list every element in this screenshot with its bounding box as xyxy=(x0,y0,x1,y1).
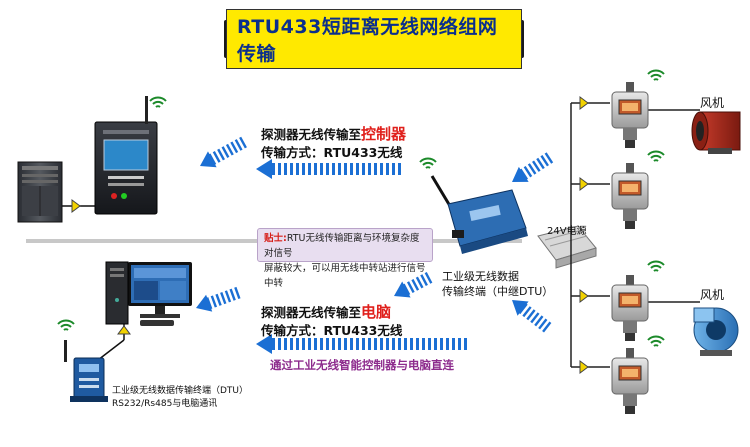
detector-2-wifi-icon xyxy=(647,150,665,162)
top-link-prefix: 探测器无线传输至 xyxy=(261,127,362,142)
top-link-highlight: 控制器 xyxy=(361,125,407,143)
detector-bottom-diag-arrow xyxy=(394,271,552,333)
bottom-transfer-arrow xyxy=(256,334,467,354)
controller-wifi-icon xyxy=(149,96,167,108)
centrifugal-fan-icon xyxy=(693,307,739,356)
pc-diag-arrow xyxy=(196,286,241,312)
pc-tower-icon xyxy=(105,261,129,325)
server-icon xyxy=(17,161,63,223)
diagram-title: RTU433短距离无线网络组网传输 xyxy=(224,9,524,69)
relay-wifi-icon xyxy=(419,157,437,169)
tip-line2: 屏蔽较大，可以用无线中转站进行信号中转 xyxy=(264,263,426,289)
pc-dtu-icon xyxy=(64,340,108,402)
title-text: RTU433短距离无线网络组网传输 xyxy=(226,9,522,69)
bottom-link-line1: 探测器无线传输至电脑 xyxy=(261,301,391,322)
gas-detector-1-icon xyxy=(611,81,649,149)
tip-line1: RTU无线传输距离与环境复杂度对信号 xyxy=(264,233,420,259)
tip-label: 贴士: xyxy=(264,233,287,244)
relay-label-line2: 传输终端（中继DTU） xyxy=(442,285,554,298)
gas-detector-2-icon xyxy=(611,162,649,230)
controller-diag-arrow xyxy=(200,136,247,168)
top-transfer-arrow xyxy=(256,159,401,179)
direct-connection-note: 通过工业无线智能控制器与电脑直连 xyxy=(270,358,454,372)
detector-top-diag-arrow xyxy=(512,152,554,182)
pc-monitor-icon xyxy=(128,262,192,326)
relay-dtu-icon xyxy=(430,175,528,254)
top-link-line2: 传输方式：RTU433无线 xyxy=(261,145,403,160)
top-link-line1: 探测器无线传输至控制器 xyxy=(261,123,406,144)
detector-3-wifi-icon xyxy=(647,260,665,272)
bottom-link-line2: 传输方式：RTU433无线 xyxy=(261,323,403,338)
controller-icon xyxy=(94,96,158,215)
relay-label-line1: 工业级无线数据 xyxy=(442,270,519,283)
tip-note: 贴士:RTU无线传输距离与环境复杂度对信号 屏蔽较大，可以用无线中转站进行信号中… xyxy=(257,228,433,289)
gas-detector-3-icon xyxy=(611,274,649,342)
power-label: 24V电源 xyxy=(547,226,587,237)
detector-1-wifi-icon xyxy=(647,69,665,81)
pc-dtu-wifi-icon xyxy=(57,319,75,331)
gas-detector-4-icon xyxy=(611,347,649,415)
fan-bottom-label: 风机 xyxy=(700,288,725,302)
pc-dtu-caption-line2: RS232/Rs485与电脑通讯 xyxy=(112,399,218,409)
bottom-link-prefix: 探测器无线传输至 xyxy=(261,305,362,320)
pc-dtu-caption-line1: 工业级无线数据传输终端（DTU） xyxy=(112,386,249,396)
fan-top-label: 风机 xyxy=(700,96,725,110)
power-supply-icon xyxy=(537,225,597,269)
detector-4-wifi-icon xyxy=(647,335,665,347)
bottom-link-highlight: 电脑 xyxy=(361,303,392,321)
axial-fan-icon xyxy=(691,111,741,154)
